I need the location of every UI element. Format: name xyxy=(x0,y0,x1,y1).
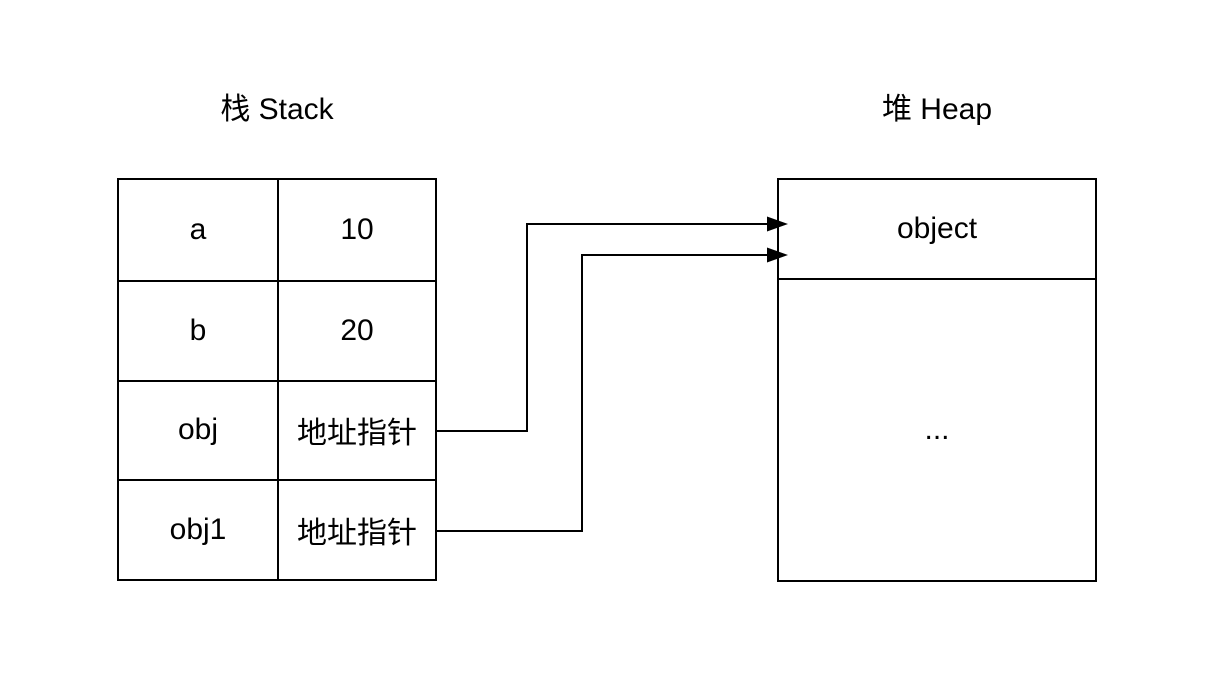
stack-row-b-value: 20 xyxy=(277,279,435,380)
heap-object-cell: object xyxy=(779,180,1095,280)
stack-row-a-name: a xyxy=(189,212,207,246)
stack-table: a 10 b 20 obj 地址指针 obj1 地址指针 xyxy=(117,178,437,581)
stack-row-b-name: b xyxy=(119,279,277,380)
heap-ellipsis: ... xyxy=(924,413,950,446)
stack-row-obj-value: 地址指针 xyxy=(277,379,435,480)
stack-row-a-value: 10 xyxy=(277,180,435,280)
arrow-obj1-to-object xyxy=(437,247,788,532)
stack-title: 栈 Stack xyxy=(220,93,334,126)
stack-row-obj-name: obj xyxy=(119,379,277,480)
stack-row-obj1-name: obj1 xyxy=(119,479,277,579)
arrow-obj-to-object xyxy=(437,216,788,432)
heap-title: 堆 Heap xyxy=(881,93,993,126)
heap-box: object ... xyxy=(777,178,1097,582)
stack-row-obj1-value: 地址指针 xyxy=(277,479,435,579)
